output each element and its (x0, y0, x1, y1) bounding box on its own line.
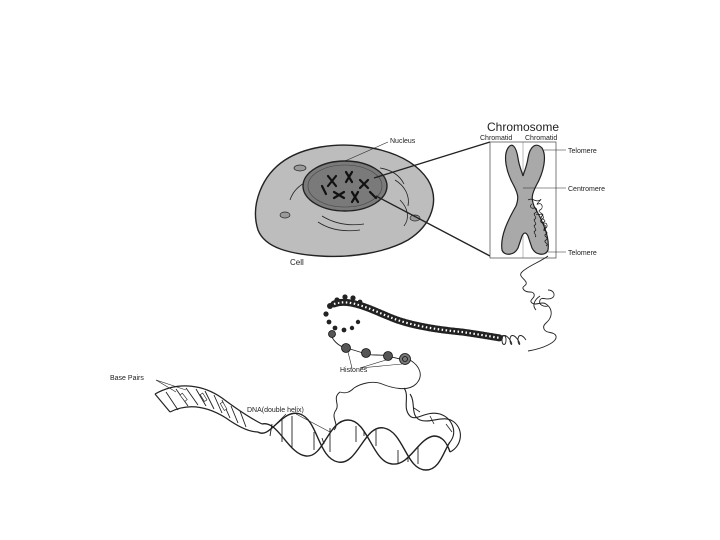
label-chromatid-left: Chromatid (480, 135, 512, 142)
zoom-line-top (373, 141, 491, 179)
label-telomere-bottom: Telomere (568, 250, 597, 257)
nucleosomes (328, 330, 411, 365)
label-chromatid-right: Chromatid (525, 135, 557, 142)
label-dna: DNA(double helix) (247, 407, 304, 414)
dna-double-helix (154, 385, 461, 471)
chromatin-fiber (323, 255, 557, 394)
nucleus-leader (344, 141, 389, 162)
label-nucleus: Nucleus (390, 138, 416, 145)
label-histones: Histones (340, 367, 368, 374)
label-telomere-top: Telomere (568, 148, 597, 155)
chromosome-box (489, 141, 557, 259)
histones-leaders (347, 351, 403, 369)
label-cell: Cell (290, 258, 304, 267)
cell-illustration (254, 144, 435, 258)
chromosome-leaders (523, 149, 566, 253)
label-chromosome: Chromosome (487, 120, 559, 134)
zoom-line-bottom (375, 195, 491, 257)
dna-leaders (155, 379, 331, 433)
label-base-pairs: Base Pairs (110, 375, 144, 382)
label-centromere: Centromere (568, 186, 605, 193)
nucleus (302, 160, 388, 212)
